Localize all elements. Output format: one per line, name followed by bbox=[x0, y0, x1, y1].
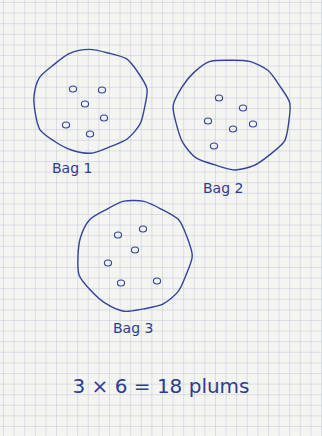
plum-dot bbox=[153, 278, 160, 284]
plum-dot bbox=[210, 143, 217, 149]
plum-dot bbox=[239, 105, 246, 111]
bag-label: Bag 2 bbox=[203, 180, 243, 196]
bag-circle: Bag 1 bbox=[27, 44, 153, 178]
bag-outline bbox=[168, 53, 296, 175]
bag-label: Bag 3 bbox=[113, 320, 153, 336]
bag-circle: Bag 2 bbox=[168, 53, 296, 198]
plum-dot bbox=[81, 101, 88, 107]
plum-dot bbox=[114, 232, 121, 238]
plum-dot bbox=[229, 126, 236, 132]
bag-ellipse bbox=[78, 200, 192, 311]
plum-dot bbox=[62, 122, 69, 128]
plum-dot bbox=[117, 280, 124, 286]
plum-dot bbox=[249, 121, 256, 127]
plum-dot bbox=[131, 247, 138, 253]
bag-ellipse bbox=[34, 49, 147, 153]
plum-dot bbox=[98, 87, 105, 93]
plum-dot bbox=[139, 226, 146, 232]
plum-dot bbox=[86, 131, 93, 137]
bag-ellipse bbox=[173, 60, 290, 170]
plum-dot bbox=[215, 95, 222, 101]
plum-dot bbox=[204, 118, 211, 124]
bag-label: Bag 1 bbox=[52, 160, 92, 176]
bag-outline bbox=[71, 195, 197, 317]
plum-dot bbox=[100, 115, 107, 121]
plum-dot bbox=[104, 260, 111, 266]
bag-circle: Bag 3 bbox=[71, 195, 197, 338]
equation-note: 3 × 6 = 18 plums bbox=[0, 374, 322, 398]
plum-dot bbox=[69, 86, 76, 92]
bag-outline bbox=[27, 44, 153, 158]
